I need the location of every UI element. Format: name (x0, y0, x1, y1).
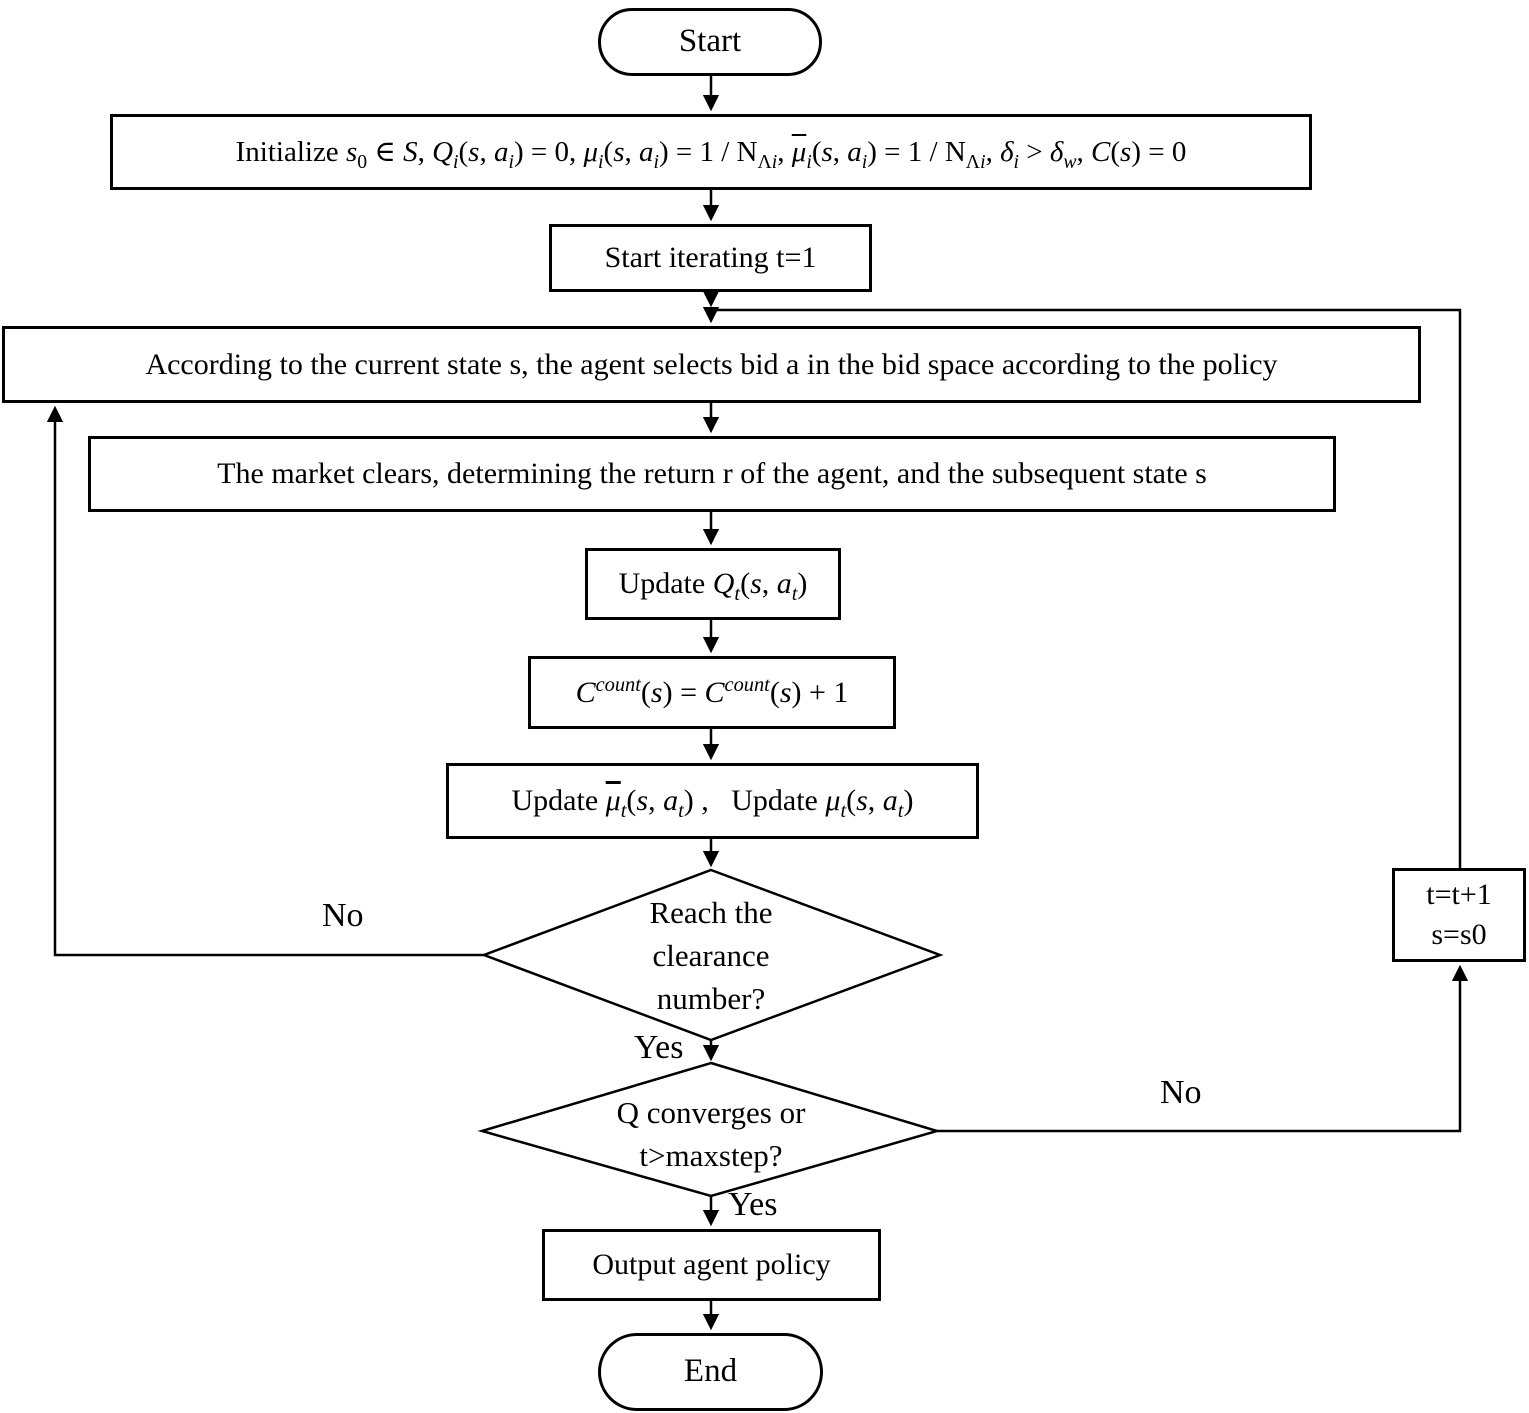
node-market-clears-label: The market clears, determining the retur… (217, 457, 1207, 490)
edge-label-clearance-yes: Yes (634, 1029, 684, 1066)
edge-clearance-no-loop (46, 405, 484, 957)
node-loop-update: t=t+1 s=s0 (1392, 868, 1526, 962)
decision-converge-diamond (477, 1061, 942, 1198)
node-update-mu-formula: Update μt(s, at) , Update μt(s, at) (511, 784, 914, 822)
node-select-bid: According to the current state s, the ag… (2, 326, 1421, 403)
node-output-policy: Output agent policy (542, 1229, 881, 1301)
node-end: End (598, 1333, 823, 1411)
decision-clearance-diamond (480, 868, 944, 1042)
node-update-mu: Update μt(s, at) , Update μt(s, at) (446, 763, 979, 839)
node-initialize: Initialize s0 ∈ S, Qi(s, ai) = 0, μi(s, … (110, 114, 1312, 190)
node-loop-update-line2: s=s0 (1431, 918, 1487, 951)
edge-converge-no-to-loopbox (937, 964, 1469, 1133)
edge-label-converge-yes: Yes (728, 1186, 778, 1223)
node-start-label: Start (678, 23, 742, 60)
node-loop-update-line1: t=t+1 (1426, 877, 1492, 911)
node-update-q-formula: Update Qt(s, at) (618, 567, 808, 605)
node-update-count: Ccount(s) = Ccount(s) + 1 (528, 656, 896, 729)
node-select-bid-label: According to the current state s, the ag… (145, 347, 1278, 381)
node-start-iterating: Start iterating t=1 (549, 224, 872, 292)
node-start: Start (598, 8, 822, 76)
edge-label-clearance-no: No (322, 897, 364, 934)
node-output-policy-label: Output agent policy (592, 1248, 831, 1281)
node-start-iterating-label: Start iterating t=1 (604, 241, 817, 274)
node-initialize-formula: Initialize s0 ∈ S, Qi(s, ai) = 0, μi(s, … (235, 135, 1187, 173)
node-update-q: Update Qt(s, at) (585, 548, 841, 620)
edge-label-converge-no: No (1160, 1074, 1202, 1111)
node-end-label: End (683, 1353, 738, 1390)
node-market-clears: The market clears, determining the retur… (88, 436, 1336, 512)
edge-loopbox-return (711, 308, 1462, 868)
node-update-count-formula: Ccount(s) = Ccount(s) + 1 (575, 673, 849, 709)
